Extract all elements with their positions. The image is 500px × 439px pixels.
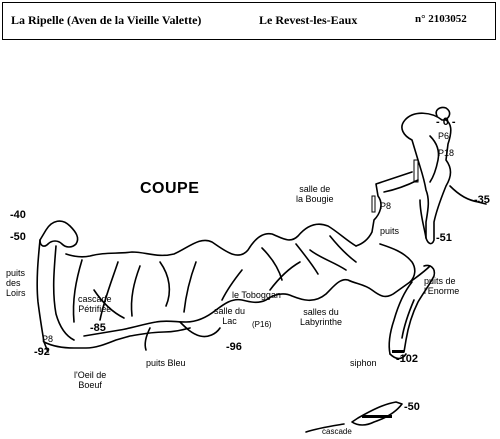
depth-label-40: -40 bbox=[10, 209, 26, 221]
cascade-chamber bbox=[72, 259, 125, 323]
salle-du-lac bbox=[179, 321, 221, 338]
gallery-inner-3 bbox=[221, 269, 243, 301]
label-puits-des-loirs: puits des Loirs bbox=[6, 268, 26, 298]
gallery-inner-1 bbox=[309, 249, 347, 271]
depth-label-102: -102 bbox=[396, 353, 419, 365]
left-bottom bbox=[43, 327, 191, 349]
entrance-cap bbox=[435, 106, 451, 121]
label-p16: (P16) bbox=[252, 320, 272, 329]
left-upper-chamber bbox=[39, 220, 79, 248]
puits-des-loirs bbox=[36, 239, 75, 353]
label-le-toboggan: le Toboggan bbox=[232, 290, 281, 300]
enorme-inner bbox=[401, 299, 415, 339]
siphon-water bbox=[392, 350, 404, 353]
enorme-shaft bbox=[403, 264, 436, 353]
gallery-inner-5 bbox=[159, 261, 171, 307]
label-cascade-petrifiee: cascade Pétrifiée bbox=[78, 294, 112, 314]
label-salle-bougie: salle de la Bougie bbox=[296, 184, 334, 204]
depth-label-51: -51 bbox=[436, 232, 452, 244]
lower-passage bbox=[351, 401, 403, 426]
label-puits: puits bbox=[380, 226, 400, 236]
right-connector bbox=[409, 265, 431, 283]
depth-label-85: -85 bbox=[90, 322, 106, 334]
labyrinthe-loops bbox=[261, 235, 357, 281]
depth-label-50-bottom: -50 bbox=[404, 401, 420, 413]
descent-right-wall bbox=[383, 179, 419, 193]
label-oeil-de-boeuf: l'Oeil de Boeuf bbox=[74, 370, 107, 390]
label-p8-top: P8 bbox=[380, 201, 392, 211]
p8-ladder bbox=[371, 195, 376, 213]
descent-to-bougie bbox=[355, 171, 413, 247]
shaft-51-wall bbox=[419, 199, 427, 239]
entrance-ladder bbox=[413, 159, 419, 183]
cave-reference: n° 2103052 bbox=[415, 13, 467, 25]
cave-cross-section bbox=[36, 106, 487, 433]
commune-name: Le Revest-les-Eaux bbox=[259, 13, 358, 27]
label-puits-bleu: puits Bleu bbox=[146, 358, 186, 368]
depth-label-0: - 0 - bbox=[436, 116, 456, 128]
enorme-left-wall bbox=[388, 281, 413, 355]
gallery-inner-4 bbox=[183, 261, 197, 313]
depth-label-92: -92 bbox=[34, 346, 50, 358]
label-p6: P6 bbox=[438, 131, 450, 141]
main-gallery-roof bbox=[65, 223, 357, 258]
cave-name: La Ripelle (Aven de la Vieille Valette) bbox=[11, 13, 202, 27]
gallery-inner-6 bbox=[130, 265, 141, 317]
label-puits-de-lenorme: puits de l'Enorme bbox=[424, 276, 460, 296]
label-p18: P18 bbox=[438, 148, 455, 158]
main-gallery-floor bbox=[83, 243, 416, 337]
lower-water bbox=[362, 415, 392, 418]
label-salles-du-labyrinthe: salles du Labyrinthe bbox=[300, 307, 343, 327]
gallery-inner-7 bbox=[99, 261, 119, 321]
shaft-p18 bbox=[429, 135, 440, 183]
lower-passage-2 bbox=[305, 423, 345, 433]
label-salle-du-lac: salle du Lac bbox=[214, 306, 246, 326]
label-siphon: siphon bbox=[350, 358, 377, 368]
title-bar: La Ripelle (Aven de la Vieille Valette) … bbox=[2, 2, 496, 40]
depth-label-50: -50 bbox=[10, 231, 26, 243]
label-cascade-bottom: cascade bbox=[322, 427, 352, 436]
view-title: COUPE bbox=[140, 180, 200, 197]
siphon-chamber bbox=[389, 353, 407, 360]
depth-label-96: -96 bbox=[226, 341, 242, 353]
gallery-inner-2 bbox=[269, 261, 301, 291]
puits-bleu-shaft bbox=[144, 327, 151, 351]
shaft-35 bbox=[449, 185, 487, 205]
depth-label-35: -35 bbox=[474, 194, 490, 206]
label-p8-bottom: P8 bbox=[42, 334, 54, 344]
